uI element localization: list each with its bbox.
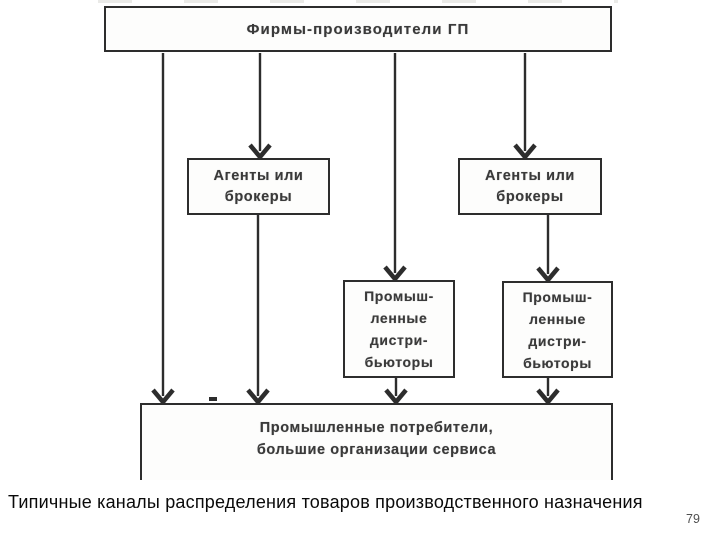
edge-distributors-right-to-consumers bbox=[536, 378, 560, 406]
arrow-down-icon bbox=[383, 265, 407, 283]
node-label-line: ленные bbox=[370, 310, 428, 326]
edge-producers-to-distributors-left bbox=[383, 53, 407, 283]
node-industrial-consumers: Промышленные потребители, большие органи… bbox=[140, 403, 613, 480]
connector-lines bbox=[151, 53, 560, 406]
edge-producers-to-agents-left bbox=[248, 53, 272, 161]
node-label-line: ленные bbox=[529, 310, 586, 327]
arrow-down-icon bbox=[536, 388, 560, 406]
edge-agents-right-to-distributors-right bbox=[536, 215, 560, 284]
arrow-down-icon bbox=[536, 266, 560, 284]
node-producers: Фирмы-производители ГП bbox=[104, 6, 612, 52]
arrow-down-icon bbox=[246, 388, 270, 406]
node-label-line: дистри- bbox=[528, 332, 587, 349]
node-label-line: бьюторы bbox=[364, 354, 434, 370]
node-label-line: брокеры bbox=[496, 188, 564, 205]
node-label-line: Промыш- bbox=[522, 288, 593, 305]
node-label-line: бьюторы bbox=[523, 354, 592, 371]
node-label-line: Промыш- bbox=[364, 288, 434, 304]
edge-producers-to-agents-right bbox=[513, 53, 537, 161]
scan-speck-artifact bbox=[209, 397, 217, 401]
arrow-down-icon bbox=[513, 143, 537, 161]
node-agents-brokers-right: Агенты или брокеры bbox=[458, 158, 602, 215]
node-industrial-distributors-left: Промыш- ленные дистри- бьюторы bbox=[343, 280, 455, 378]
node-label-line: Промышленные потребители, bbox=[259, 420, 494, 436]
node-producers-label: Фирмы-производители ГП bbox=[246, 20, 470, 38]
edge-agents-left-to-consumers bbox=[246, 215, 270, 406]
arrow-down-icon bbox=[384, 388, 408, 406]
node-agents-brokers-left: Агенты или брокеры bbox=[187, 158, 330, 215]
arrow-down-icon bbox=[248, 143, 272, 161]
page-number: 79 bbox=[686, 512, 700, 526]
node-label-line: дистри- bbox=[369, 332, 429, 348]
node-label-line: большие организации сервиса bbox=[256, 442, 497, 458]
edge-producers-to-consumers-direct bbox=[151, 53, 175, 406]
node-label-line: брокеры bbox=[224, 188, 293, 205]
node-industrial-distributors-right: Промыш- ленные дистри- бьюторы bbox=[502, 281, 613, 378]
node-label-line: Агенты или bbox=[485, 167, 575, 184]
edge-distributors-left-to-consumers bbox=[384, 378, 408, 406]
arrow-down-icon bbox=[151, 388, 175, 406]
node-label-line: Агенты или bbox=[213, 167, 304, 184]
slide-caption: Типичные каналы распределения товаров пр… bbox=[8, 492, 643, 512]
scan-edge-artifact bbox=[98, 0, 618, 3]
